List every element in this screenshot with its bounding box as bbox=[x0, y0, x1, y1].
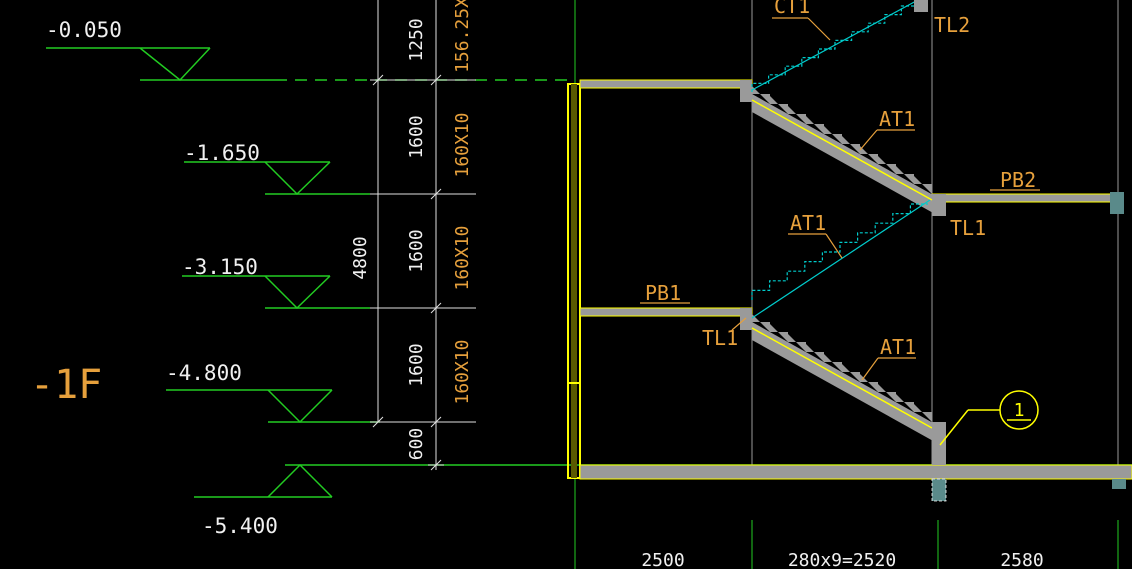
dim-label: 600 bbox=[406, 428, 427, 461]
detail-marker: 1 bbox=[939, 390, 1039, 446]
elevation-label: -0.050 bbox=[46, 18, 122, 42]
svg-text:TL1: TL1 bbox=[702, 326, 738, 350]
label-pb1: PB1 bbox=[640, 281, 690, 305]
dim-riser-label: 160X10 bbox=[452, 225, 473, 290]
svg-text:AT1: AT1 bbox=[879, 107, 915, 131]
elevation-marker-2: -3.150 bbox=[182, 255, 370, 310]
dim-horizontal-2: 2580 bbox=[1000, 550, 1043, 569]
dim-riser-label: 160X10 bbox=[452, 339, 473, 404]
beam-bottom-right bbox=[1112, 479, 1126, 489]
dim-riser-label: 156.25X bbox=[452, 0, 473, 73]
svg-text:PB1: PB1 bbox=[645, 281, 681, 305]
label-at1-mid: AT1 bbox=[788, 211, 843, 259]
elevation-label: -3.150 bbox=[182, 255, 258, 279]
elevation-label: -4.800 bbox=[166, 361, 242, 385]
dim-label: 1600 bbox=[406, 229, 427, 272]
stair-flight-upper bbox=[751, 86, 935, 214]
elevation-marker-0: -0.050 bbox=[46, 18, 275, 82]
svg-text:CT1: CT1 bbox=[774, 0, 810, 18]
floor-label: -1F bbox=[30, 362, 102, 408]
stair-hidden-top bbox=[751, 0, 928, 92]
label-ct1: CT1 bbox=[772, 0, 831, 41]
stair-hidden-mid bbox=[751, 199, 931, 319]
elevation-marker-1: -1.650 bbox=[184, 141, 370, 196]
detail-marker-number: 1 bbox=[1014, 400, 1025, 421]
ground-slab bbox=[579, 464, 1132, 480]
dim-label: 1600 bbox=[406, 115, 427, 158]
landing-mid bbox=[579, 307, 753, 330]
svg-text:AT1: AT1 bbox=[880, 335, 916, 359]
landing-pb2 bbox=[931, 192, 1124, 216]
svg-text:PB2: PB2 bbox=[1000, 168, 1036, 192]
label-at1-top: AT1 bbox=[859, 107, 915, 151]
label-pb2: PB2 bbox=[990, 168, 1040, 192]
dim-riser-label: 160X10 bbox=[452, 112, 473, 177]
left-wall bbox=[567, 83, 581, 479]
svg-text:AT1: AT1 bbox=[790, 211, 826, 235]
label-tl1-right: TL1 bbox=[950, 216, 986, 240]
elevation-label: -1.650 bbox=[184, 141, 260, 165]
label-tl1-left: TL1 bbox=[702, 317, 747, 350]
stair-flight-lower bbox=[751, 314, 946, 465]
landing-top bbox=[579, 79, 753, 102]
dim-horizontal-1: 280x9=2520 bbox=[788, 550, 896, 569]
dim-label: 1250 bbox=[406, 18, 427, 61]
vertical-dimension-chain bbox=[370, 0, 476, 471]
label-tl2: TL2 bbox=[934, 13, 970, 37]
dim-label: 1600 bbox=[406, 343, 427, 386]
label-at1-low: AT1 bbox=[861, 335, 916, 381]
elevation-marker-3: -4.800 bbox=[166, 361, 380, 424]
dim-total-label: 4800 bbox=[350, 236, 371, 279]
elevation-label: -5.400 bbox=[202, 514, 278, 538]
beam-bottom bbox=[931, 478, 947, 502]
dim-horizontal-0: 2500 bbox=[641, 550, 684, 569]
